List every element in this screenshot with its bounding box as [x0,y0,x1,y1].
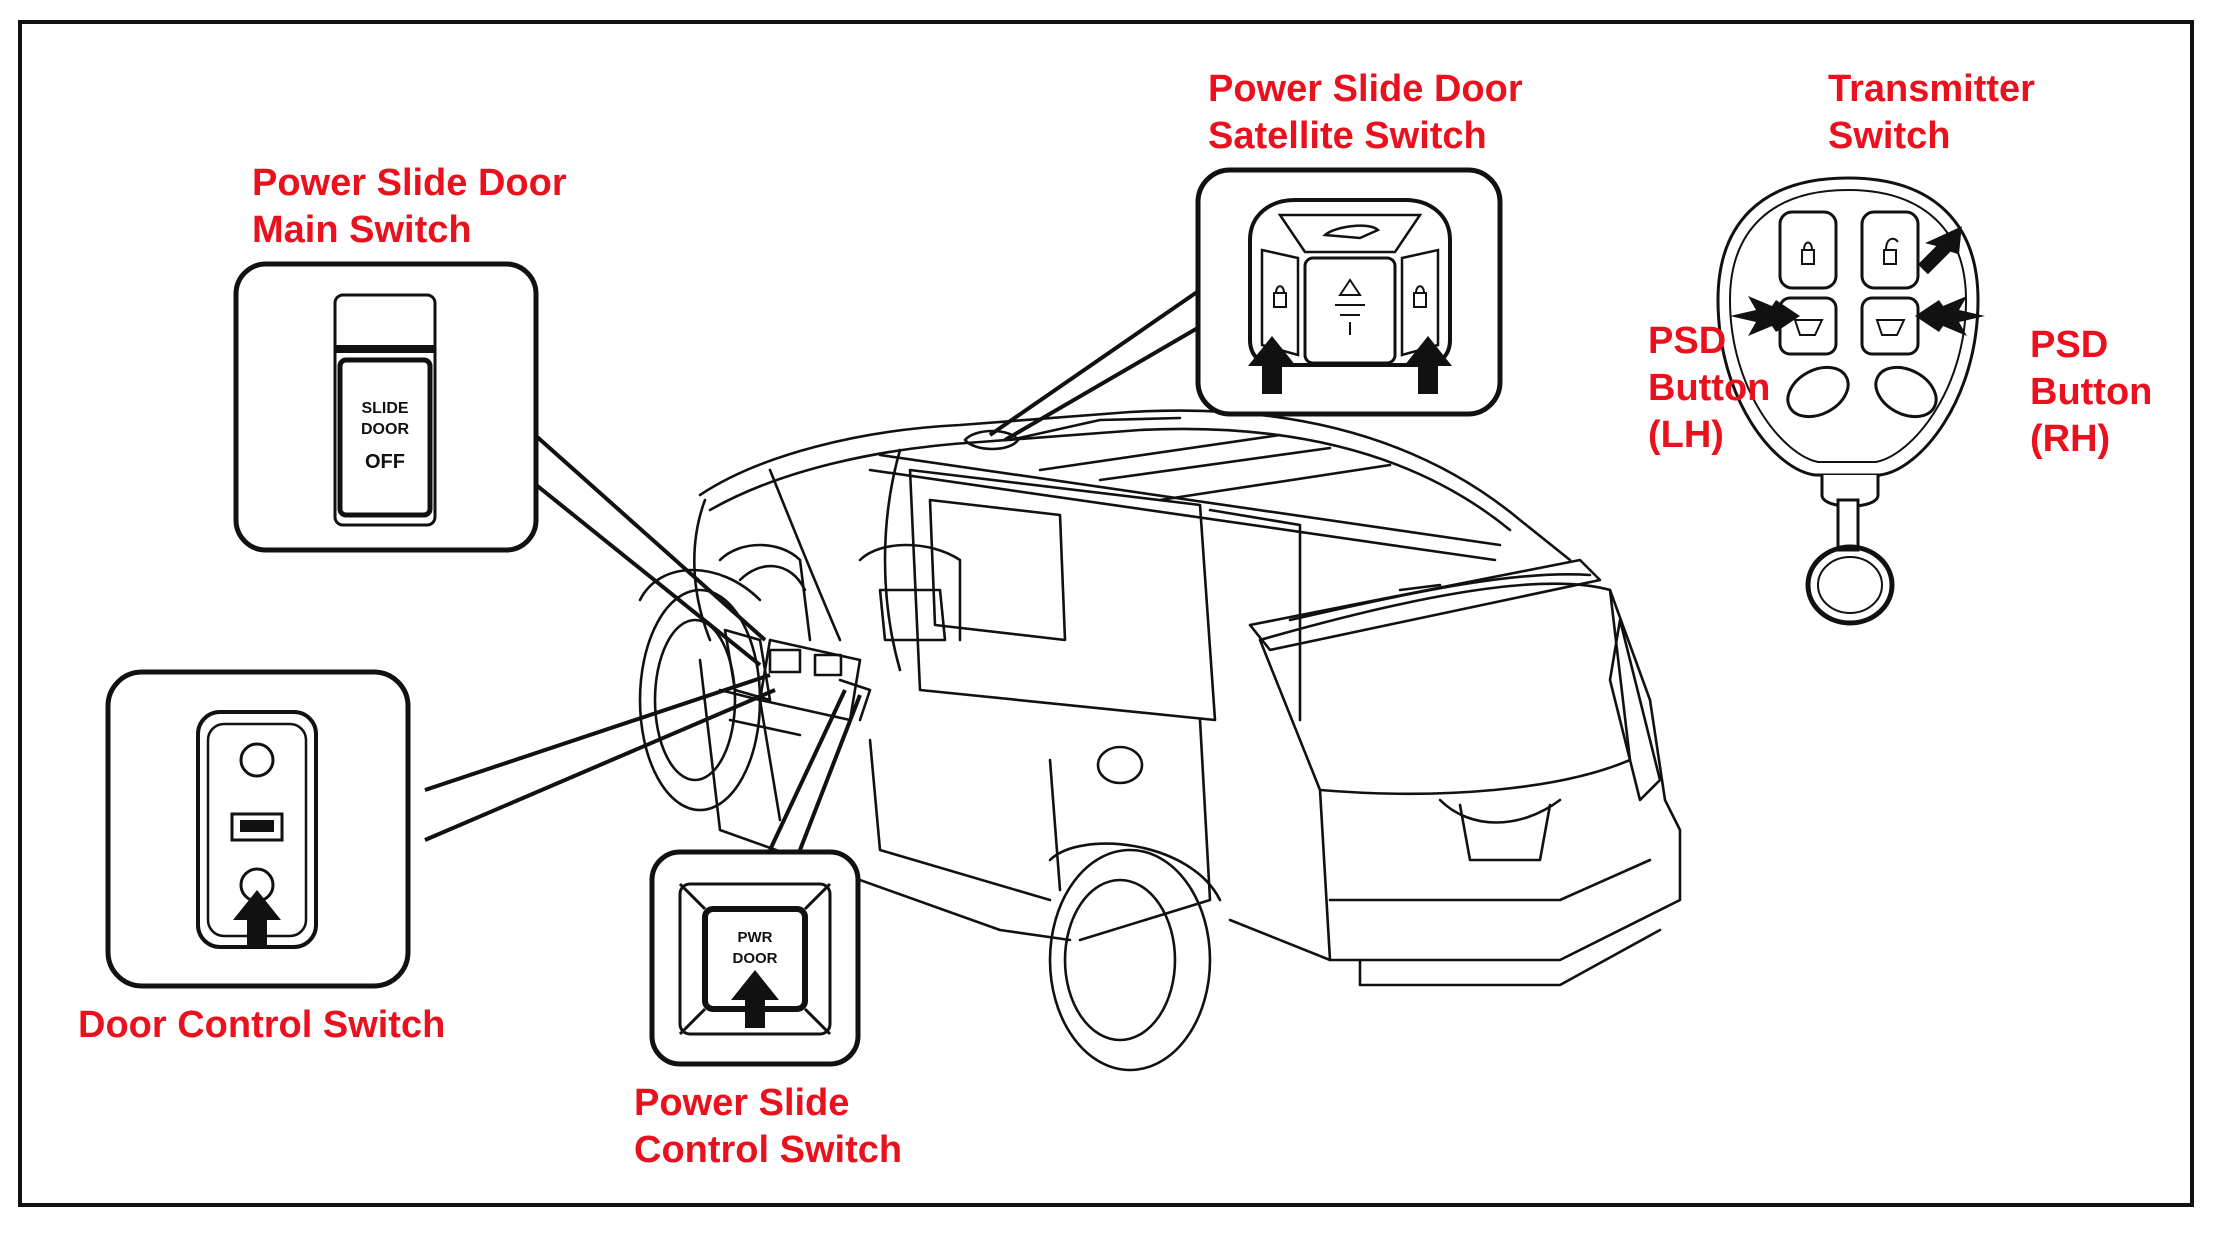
lock-icon [1413,292,1427,308]
label-line: Door Control Switch [78,1004,446,1046]
power-slide-control-switch-inset: PWR DOOR [649,849,861,1067]
label-line: Power Slide [634,1082,850,1124]
slide-door-icon [1875,319,1906,336]
label-line: Satellite Switch [1208,115,1487,157]
label-main-switch: Power Slide Door Main Switch [252,160,567,254]
lock-icon [1273,292,1287,308]
leader-lines [424,288,1222,851]
slide-door-icon [1793,319,1824,336]
label-line: Switch [1828,115,1951,157]
label-line: (LH) [1648,414,1724,456]
label-satellite-switch: Power Slide Door Satellite Switch [1208,66,1523,160]
diagram-frame [18,20,2194,1207]
transmitter-key-fob [1716,176,1980,626]
satellite-switch-inset [1195,167,1503,417]
label-line: Power Slide Door [1208,68,1523,110]
label-line: Control Switch [634,1129,903,1171]
control-switch-text-1: PWR [738,929,773,946]
label-psd-rh: PSD Button (RH) [2030,322,2152,463]
label-power-slide-control-switch: Power Slide Control Switch [634,1080,902,1174]
label-line: (RH) [2030,418,2111,460]
main-switch-text-1: SLIDE [361,400,408,417]
arrow-icon [1730,296,1800,336]
label-line: PSD [1648,320,1727,362]
label-line: Button [2030,371,2153,413]
label-line: Main Switch [252,209,472,251]
lock-icon [1801,249,1815,265]
label-psd-lh: PSD Button (LH) [1648,318,1770,459]
control-switch-text-2: DOOR [733,950,778,967]
slide-door-icon [1322,224,1381,240]
label-door-control-switch: Door Control Switch [78,1002,445,1049]
label-line: Button [1648,367,1771,409]
main-switch-text-3: OFF [365,451,405,473]
arrow-icon [1915,296,1985,336]
label-line: Power Slide Door [252,162,567,204]
main-switch-inset: SLIDE DOOR OFF [233,261,539,553]
label-transmitter-switch: Transmitter Switch [1828,66,2035,160]
door-control-switch-inset [105,669,411,989]
arrow-icon [1917,226,1962,275]
minivan-illustration [638,409,1682,1072]
label-line: Transmitter [1828,68,2035,110]
label-line: PSD [2030,324,2109,366]
main-switch-text-2: DOOR [361,421,409,438]
unlock-icon [1883,249,1897,265]
fob-arrows [1730,226,1985,336]
